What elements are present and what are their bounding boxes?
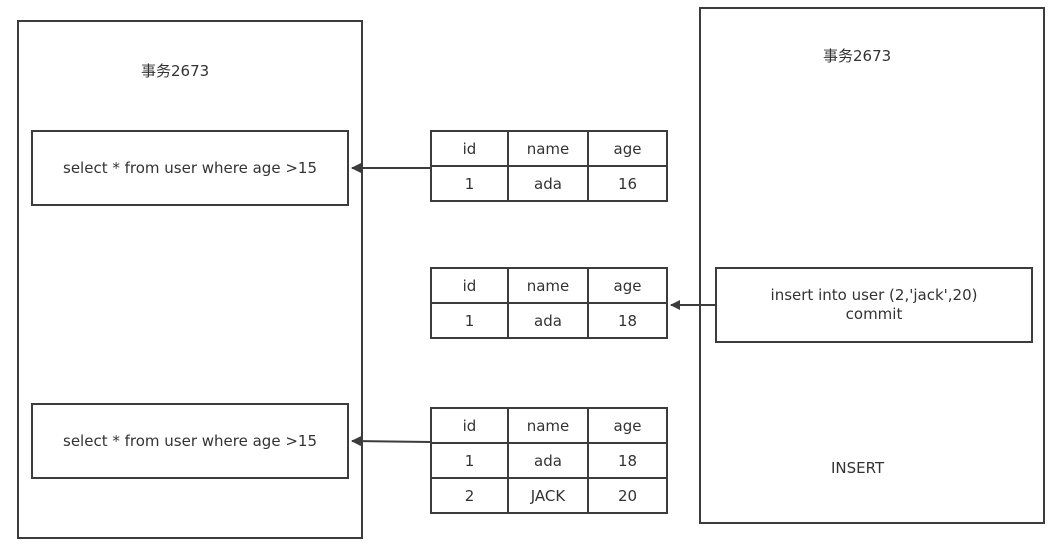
table-cell: 20 (587, 477, 668, 514)
right-footer-label: INSERT (831, 459, 885, 477)
table-cell: JACK (507, 477, 589, 514)
left-transaction-title: 事务2673 (141, 62, 210, 80)
right-transaction-title: 事务2673 (823, 47, 892, 65)
header-cell: name (507, 407, 589, 444)
table-cell: ada (507, 442, 589, 479)
header-cell: id (430, 130, 509, 167)
data-table-2: id name age 1 ada 18 (430, 267, 668, 339)
header-cell: name (507, 267, 589, 304)
table-row: 2 JACK 20 (430, 477, 668, 514)
table-row: 1 ada 16 (430, 165, 668, 202)
table-cell: 16 (587, 165, 668, 202)
header-cell: age (587, 407, 668, 444)
header-cell: age (587, 130, 668, 167)
right-action-box: insert into user (2,'jack',20) commit (715, 267, 1033, 343)
table-cell: 18 (587, 442, 668, 479)
table-row: 1 ada 18 (430, 442, 668, 479)
left-query-1-box: select * from user where age >15 (31, 130, 349, 206)
header-cell: name (507, 130, 589, 167)
table-cell: 1 (430, 302, 509, 339)
table-header-row: id name age (430, 407, 668, 444)
header-cell: id (430, 407, 509, 444)
left-query-1-text: select * from user where age >15 (63, 158, 317, 177)
header-cell: age (587, 267, 668, 304)
data-table-3: id name age 1 ada 18 2 JACK 20 (430, 407, 668, 514)
table-cell: 1 (430, 165, 509, 202)
left-query-2-box: select * from user where age >15 (31, 403, 349, 479)
right-action-line2: commit (845, 305, 903, 323)
table-header-row: id name age (430, 130, 668, 167)
table-row: 1 ada 18 (430, 302, 668, 339)
arrow-table3-to-query2 (351, 436, 432, 447)
left-query-2-text: select * from user where age >15 (63, 431, 317, 450)
table-header-row: id name age (430, 267, 668, 304)
right-transaction-box (699, 7, 1045, 524)
table-cell: 1 (430, 442, 509, 479)
table-cell: 18 (587, 302, 668, 339)
data-table-1: id name age 1 ada 16 (430, 130, 668, 202)
table-cell: ada (507, 165, 589, 202)
header-cell: id (430, 267, 509, 304)
table-cell: 2 (430, 477, 509, 514)
right-action-line1: insert into user (2,'jack',20) (770, 286, 978, 304)
table-cell: ada (507, 302, 589, 339)
